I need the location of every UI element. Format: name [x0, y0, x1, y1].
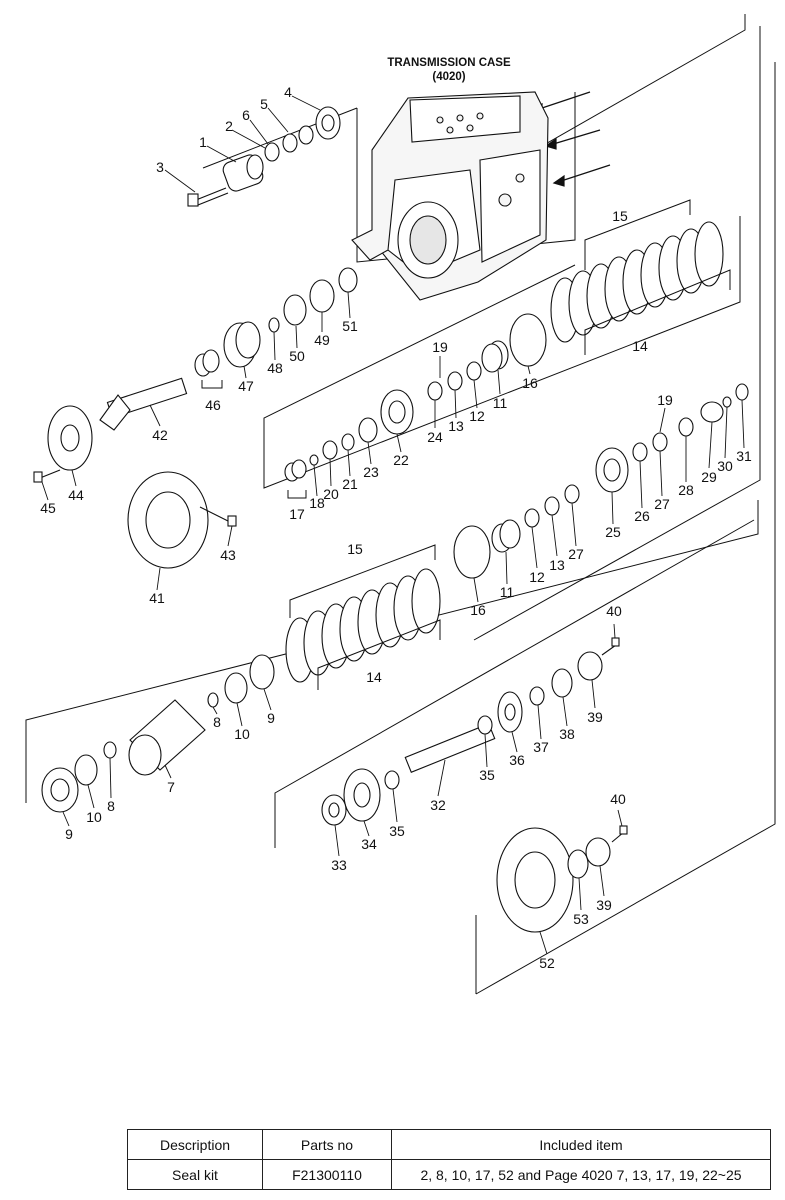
bracket-line	[274, 519, 755, 848]
callout-label: 45	[40, 500, 56, 516]
col-description-header: Description	[127, 1129, 263, 1160]
callout-label: 5	[260, 96, 268, 112]
callout-label: 52	[539, 955, 555, 971]
callout-label: 40	[610, 791, 626, 807]
callout-label: 36	[509, 752, 525, 768]
callout-label: 24	[427, 429, 443, 445]
callout-label: 50	[289, 348, 305, 364]
callout-label: 21	[342, 476, 358, 492]
callout-label: 4	[284, 84, 292, 100]
callout-label: 19	[657, 392, 673, 408]
callout-label: 25	[605, 524, 621, 540]
callout-label: 10	[234, 726, 250, 742]
bracket-line	[473, 26, 761, 641]
bracket-line	[263, 216, 741, 489]
callout-label: 23	[363, 464, 379, 480]
table-row: Seal kit F21300110 2, 8, 10, 17, 52 and …	[127, 1159, 771, 1190]
case-title: TRANSMISSION CASE	[387, 57, 511, 69]
arrow-head	[552, 174, 565, 187]
callout-label: 51	[342, 318, 358, 334]
callout-label: 40	[606, 603, 622, 619]
callout-label: 35	[479, 767, 495, 783]
callout-label: 44	[68, 487, 84, 503]
arrow-head	[544, 137, 557, 150]
callout-label: 26	[634, 508, 650, 524]
cell-included-item: 2, 8, 10, 17, 52 and Page 4020 7, 13, 17…	[391, 1159, 771, 1190]
callout-label: 20	[323, 486, 339, 502]
col-included-item-header: Included item	[391, 1129, 771, 1160]
callout-label: 16	[470, 602, 486, 618]
callout-label: 39	[587, 709, 603, 725]
callout-label: 27	[568, 546, 584, 562]
callout-label: 30	[717, 458, 733, 474]
callout-label: 13	[549, 557, 565, 573]
callout-label: 43	[220, 547, 236, 563]
callout-label: 8	[107, 798, 115, 814]
callout-label: 14	[366, 669, 382, 685]
callout-label: 7	[167, 779, 175, 795]
arrow-line	[535, 91, 591, 111]
callout-label: 9	[267, 710, 275, 726]
clutch-pack-lower	[285, 568, 441, 683]
callout-label: 33	[331, 857, 347, 873]
callout-label: 11	[493, 395, 508, 411]
bracket-line	[475, 62, 776, 995]
callout-label: 6	[242, 107, 250, 123]
callout-label: 3	[156, 159, 164, 175]
callout-label: 17	[289, 506, 305, 522]
callout-label: 11	[500, 584, 515, 600]
callout-label: 15	[347, 541, 363, 557]
clutch-pack-upper	[550, 221, 724, 343]
callout-label: 18	[309, 495, 325, 511]
callout-label: 16	[522, 375, 538, 391]
case-ref: (4020)	[432, 71, 465, 83]
callout-label: 38	[559, 726, 575, 742]
callout-label: 1	[199, 134, 207, 150]
callout-label: 15	[612, 208, 628, 224]
col-parts-no-header: Parts no	[262, 1129, 392, 1160]
callout-label: 13	[448, 418, 464, 434]
callout-label: 48	[267, 360, 283, 376]
callout-label: 42	[152, 427, 168, 443]
label-braces	[201, 199, 731, 690]
table-header-row: Description Parts no Included item	[127, 1129, 771, 1160]
arrow-line	[549, 129, 601, 146]
callout-label: 12	[469, 408, 485, 424]
callout-label: 41	[149, 590, 165, 606]
callout-label: 9	[65, 826, 73, 842]
seal-kit-table: Description Parts no Included item Seal …	[127, 1129, 771, 1190]
callout-label: 49	[314, 332, 330, 348]
cell-description: Seal kit	[127, 1159, 263, 1190]
transmission-case	[351, 91, 549, 301]
parts-group	[33, 106, 749, 933]
callout-label: 39	[596, 897, 612, 913]
callout-label: 53	[573, 911, 589, 927]
callout-label: 32	[430, 797, 446, 813]
callout-label: 46	[205, 397, 221, 413]
callout-labels: 1234561551495048474619161411121324194222…	[40, 84, 752, 971]
callout-label: 31	[736, 448, 752, 464]
callout-label: 22	[393, 452, 409, 468]
callout-label: 10	[86, 809, 102, 825]
leader-lines	[41, 95, 745, 955]
callout-label: 37	[533, 739, 549, 755]
callout-label: 29	[701, 469, 717, 485]
callout-label: 34	[361, 836, 377, 852]
exploded-parts-diagram: TRANSMISSION CASE (4020) 123456155149504…	[25, 14, 776, 995]
callout-label: 14	[632, 338, 648, 354]
callout-label: 8	[213, 714, 221, 730]
callout-label: 47	[238, 378, 254, 394]
callout-label: 35	[389, 823, 405, 839]
arrow-line	[557, 164, 611, 183]
callout-label: 28	[678, 482, 694, 498]
callout-label: 19	[432, 339, 448, 355]
cell-parts-no: F21300110	[262, 1159, 392, 1190]
callout-label: 12	[529, 569, 545, 585]
callout-label: 27	[654, 496, 670, 512]
callout-label: 2	[225, 118, 233, 134]
